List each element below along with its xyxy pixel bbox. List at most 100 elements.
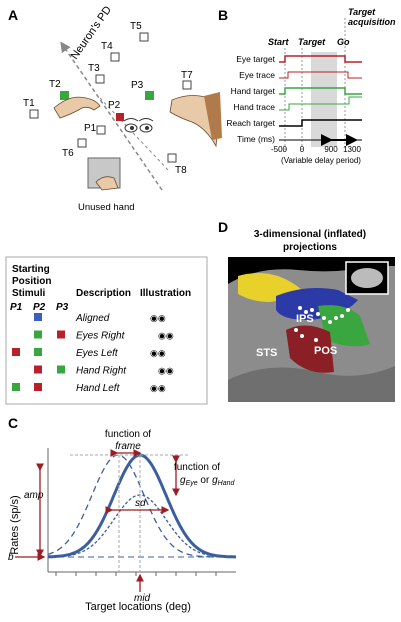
label-p2: P2 [108, 100, 121, 111]
panel-label-d: D [218, 219, 228, 235]
tick-minus500: -500 [271, 145, 288, 154]
label-t2: T2 [49, 79, 61, 90]
header-position: Position [12, 276, 51, 287]
row-eye-target: Eye target [236, 54, 275, 64]
stimulus-cell [34, 348, 42, 356]
row-description: Hand Left [76, 383, 121, 394]
region-pos [286, 325, 334, 373]
target-t6 [77, 138, 87, 148]
region-green [318, 305, 370, 347]
trace-reach-target [279, 119, 362, 127]
delay-note: (Variable delay period) [281, 156, 361, 165]
panel-label-c: C [8, 415, 18, 431]
pd-label: Neuron's PD [69, 4, 114, 62]
tick-0: 0 [300, 145, 305, 154]
row-description: Eyes Right [76, 331, 126, 342]
tuning-curve-shifted [47, 454, 236, 558]
label-t7: T7 [181, 70, 193, 81]
row-description: Hand Right [76, 366, 127, 377]
b-label: b [8, 552, 14, 563]
target-t2 [60, 91, 69, 100]
target-t1 [29, 109, 39, 119]
trace-hand-target [279, 87, 362, 95]
stimulus-cell [57, 365, 65, 374]
row-description: Eyes Left [76, 348, 119, 359]
illustration-icon: ◉◉ [150, 348, 166, 358]
panel-a: A Neuron's PD T1 T2 T3 T4 T5 T6 T7 T8 P1… [8, 4, 222, 213]
c-xlabel: Target locations (deg) [85, 601, 191, 613]
phase-target: Target [298, 37, 326, 47]
panel-b: B Start Target Go Target acquisition Eye… [218, 7, 396, 165]
stimulus-cell [12, 348, 20, 356]
label-t6: T6 [62, 148, 74, 159]
label-p3: P3 [131, 80, 144, 91]
panel-label-b: B [218, 7, 228, 23]
phase-target-acq: Target [348, 7, 376, 17]
col-p3: P3 [56, 302, 69, 313]
stimuli-table: Starting Position Stimuli Description Il… [5, 256, 208, 405]
stimulus-cell [34, 313, 42, 321]
c-x-ticks [55, 572, 217, 576]
label-t5: T5 [130, 21, 142, 32]
col-p2: P2 [33, 302, 46, 313]
panel-d: D 3-dimensional (inflated) projections I… [218, 219, 395, 402]
label-pos: POS [314, 345, 337, 357]
panel-label-a: A [8, 7, 18, 23]
illustration-icon: ◉◉ [150, 313, 166, 323]
target-t3 [95, 74, 105, 84]
stimulus-cell [57, 330, 65, 339]
target-markers [29, 32, 192, 163]
header-starting: Starting [12, 264, 50, 275]
gain-line1: function of [174, 462, 220, 473]
row-eye-trace: Eye trace [239, 70, 275, 80]
tuning-curve-gain [47, 494, 236, 558]
pd-orthogonal [99, 97, 171, 173]
row-hand-trace: Hand trace [233, 102, 275, 112]
row-time: Time (ms) [237, 134, 275, 144]
table-cells: Aligned ◉◉ Eyes Right ◉◉ Eyes Left ◉◉ Hand Rig… [12, 313, 174, 394]
frame-line2: frame [115, 441, 141, 452]
hand-right-icon [169, 92, 222, 148]
stimulus-cell [34, 330, 42, 339]
label-t4: T4 [101, 41, 113, 52]
label-t8: T8 [175, 165, 187, 176]
illustration-icon: ◉◉ [158, 331, 174, 341]
recording-sites [294, 306, 350, 342]
stimulus-cell [12, 383, 20, 391]
illustration-icon: ◉◉ [158, 366, 174, 376]
tick-900: 900 [324, 145, 338, 154]
stimulus-cell [34, 365, 42, 374]
position-p1 [96, 125, 106, 135]
unused-hand-icon [95, 176, 119, 191]
c-ylabel: Rates (sp/s) [9, 495, 21, 554]
label-sts: STS [256, 347, 277, 359]
phase-start: Start [268, 37, 290, 47]
target-t8 [167, 153, 177, 163]
sd-label: sd [135, 498, 146, 509]
trace-eye-trace [279, 71, 362, 79]
position-p2 [116, 113, 124, 121]
pd-axis [60, 41, 163, 191]
row-description: Aligned [75, 313, 110, 324]
target-t4 [110, 52, 120, 62]
target-t5 [139, 32, 149, 42]
position-p3 [145, 91, 154, 100]
cortex-lower [228, 366, 395, 402]
trace-eye-target [279, 55, 362, 63]
panel-c: C Rates (sp/s) Target locations (deg) am… [8, 415, 236, 613]
phase-target-acq2: acquisition [348, 17, 396, 27]
frame-line1: function of [105, 429, 151, 440]
delay-shade [311, 52, 337, 147]
d-title-line1: 3-dimensional (inflated) [254, 229, 366, 240]
label-t1: T1 [23, 98, 35, 109]
trace-hand-trace [279, 96, 362, 111]
label-ips: IPS [296, 313, 314, 325]
stimulus-cell [34, 383, 42, 391]
header-description: Description [76, 288, 131, 299]
label-t3: T3 [88, 63, 100, 74]
d-title-line2: projections [283, 242, 337, 253]
label-p1: P1 [84, 123, 97, 134]
eyes-icon [123, 118, 154, 133]
header-illustration: Illustration [140, 288, 191, 299]
